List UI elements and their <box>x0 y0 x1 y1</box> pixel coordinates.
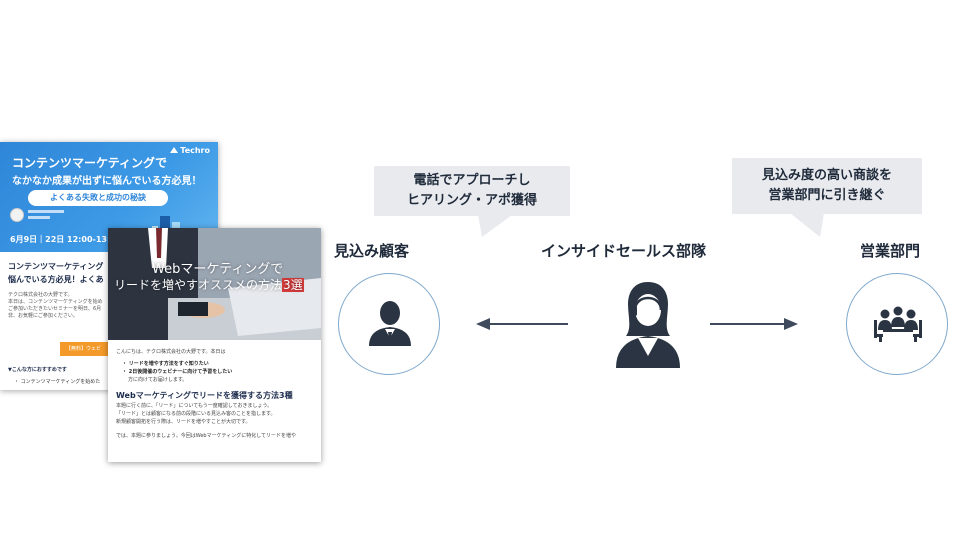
prospect-label: 見込み顧客 <box>334 240 409 261</box>
bubble-text: 電話でアプローチし <box>374 171 570 191</box>
email-body-heading: 悩んでいる方必見！よくあ <box>8 273 108 286</box>
email-body-text: 本題に行く前に、「リード」についてもう一度確認しておきましょう。 <box>116 402 316 410</box>
bubble-text: ヒアリング・アポ獲得 <box>374 191 570 211</box>
prospect-node <box>338 273 440 375</box>
speaker-avatar <box>10 208 24 222</box>
email-title-line1: Webマーケティングで <box>152 258 283 277</box>
speaker-text-placeholder <box>28 216 50 219</box>
email-section-heading: Webマーケティングでリードを獲得する方法3種 <box>116 390 316 402</box>
email-title-line2: リードを増やすオススメの方法3選 <box>114 276 304 293</box>
webinar-date: 6月9日｜22日 12:00-13:0 <box>10 234 116 245</box>
email-hero-banner: Webマーケティングで リードを増やすオススメの方法3選 <box>108 228 321 340</box>
email-body-text: テクロ株式会社の大野です。 <box>8 292 108 299</box>
arrow-to-prospect <box>476 316 570 332</box>
bubble-inside-sales-action: 電話でアプローチし ヒアリング・アポ獲得 <box>374 166 570 216</box>
bubble-text: 営業部門に引き継ぐ <box>732 186 922 206</box>
email-body-text: 方に向けてお届けします。 <box>116 376 316 384</box>
bubble-handoff-action: 見込み度の高い商談を 営業部門に引き継ぐ <box>732 158 922 214</box>
email-subtitle-pill: よくある失敗と成功の秘訣 <box>28 190 168 206</box>
email-thumbnail-lead-methods: Webマーケティングで リードを増やすオススメの方法3選 こんにちは、テクロ株式… <box>108 228 321 462</box>
email-body-text: 「リード」とは顧客になる前の段階にいる見込み客のことを指します。 <box>116 410 316 418</box>
webinar-cta-button: 【無料】ウェビ <box>60 342 110 356</box>
email-body: コンテンツマーケティング 悩んでいる方必見！よくあ テクロ株式会社の大野です。 … <box>8 260 108 320</box>
email-body-text: では、本題に参りましょう。今回はWebマーケティングに特化してリードを増や <box>116 432 316 440</box>
email-body: こんにちは、テクロ株式会社の大野です。本日は ・ リードを増やす方法をすぐ知りた… <box>116 348 316 440</box>
email-body-text: 非、お気軽にご参加ください。 <box>8 313 108 320</box>
bubble-text: 見込み度の高い商談を <box>732 166 922 186</box>
email-bullet: ・ リードを増やす方法をすぐ知りたい <box>116 360 316 368</box>
bubble-tail <box>478 215 518 237</box>
email-title-line2: なかなか成果が出ずに悩んでいる方必見！ <box>12 172 212 187</box>
title-accent: 3選 <box>282 278 304 292</box>
sales-department-label: 営業部門 <box>860 240 920 261</box>
headset-operator-icon <box>608 276 688 368</box>
email-body-text: ご参加いただきたいセミナーを明日、6月 <box>8 306 108 313</box>
email-title-line1: コンテンツマーケティングで <box>12 154 207 171</box>
email-body-heading: コンテンツマーケティング <box>8 260 108 273</box>
arrow-to-sales <box>710 316 798 332</box>
email-bullet: ・ 2日後開催のウェビナーに向けて予習をしたい <box>116 368 316 376</box>
target-audience-item: ・ コンテンツマーケティングを始めた <box>14 378 100 385</box>
meeting-icon <box>847 274 949 376</box>
inside-sales-label: インサイドセールス部隊 <box>541 240 706 261</box>
email-body-text: こんにちは、テクロ株式会社の大野です。本日は <box>116 348 316 356</box>
sales-department-node <box>846 273 948 375</box>
email-body-text: 本日は、コンテンツマーケティングを始め <box>8 299 108 306</box>
target-audience-heading: ▼こんな方におすすめです <box>8 366 67 373</box>
person-icon <box>339 274 441 376</box>
speaker-text-placeholder <box>28 210 64 213</box>
bubble-tail <box>790 213 830 237</box>
email-body-text: 新規顧客開拓を行う際は、リードを増やすことが大切です。 <box>116 418 316 426</box>
